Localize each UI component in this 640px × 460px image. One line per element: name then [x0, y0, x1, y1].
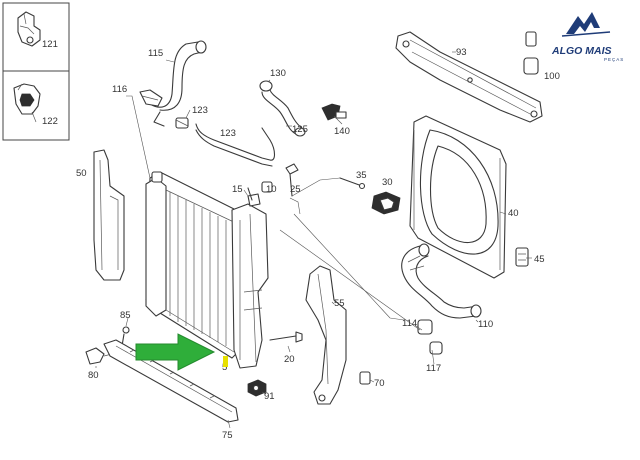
- cap-10: [261, 181, 273, 193]
- callout-122: 122: [42, 116, 58, 127]
- logo-tagline: PEÇAS: [604, 57, 624, 62]
- sensor-140: [321, 103, 347, 121]
- seal-85: [121, 326, 130, 347]
- radiator-core: [145, 171, 241, 359]
- connector-116: [139, 89, 163, 107]
- mount-30: [371, 191, 401, 215]
- callout-30: 30: [382, 177, 393, 188]
- logo-mark-icon: [566, 12, 600, 34]
- brand-logo: ALGO MAIS PEÇAS: [551, 12, 624, 62]
- bracket-55: [305, 265, 347, 405]
- callout-5: 5: [222, 362, 227, 373]
- callout-80: 80: [88, 370, 99, 381]
- hose-110: [401, 243, 482, 319]
- callout-121: 121: [42, 39, 58, 50]
- clip-70: [359, 371, 371, 385]
- callout-15: 15: [232, 184, 243, 195]
- callout-50: 50: [76, 168, 87, 179]
- callout-25: 25: [290, 184, 301, 195]
- clip-45: [515, 247, 529, 267]
- part-121-clip: [17, 11, 41, 47]
- clamp-123-upper: [175, 117, 189, 129]
- callout-10: 10: [266, 184, 277, 195]
- callout-123-lower: 123: [220, 128, 236, 139]
- pipe-123: [195, 123, 276, 167]
- green-arrow-icon: [135, 333, 216, 371]
- callout-35: 35: [356, 170, 367, 181]
- callout-125: 125: [292, 124, 308, 135]
- side-tank: [231, 193, 269, 369]
- callout-117: 117: [426, 363, 441, 374]
- bolt-20: [269, 331, 303, 343]
- highlight-mark: [223, 356, 228, 367]
- bracket-50: [93, 149, 125, 281]
- callout-20: 20: [284, 354, 295, 365]
- callout-93: 93: [456, 47, 467, 58]
- callout-70: 70: [374, 378, 385, 389]
- hose-115: [149, 40, 207, 127]
- hose-130: [259, 80, 306, 137]
- bolt-80: [85, 347, 121, 365]
- clip-100: [523, 31, 539, 75]
- callout-123-upper: 123: [192, 105, 208, 116]
- plug-25: [285, 163, 299, 197]
- callout-114: 114: [402, 318, 417, 329]
- callout-110: 110: [478, 319, 493, 330]
- logo-name: ALGO MAIS: [551, 45, 612, 57]
- inset-panel: [2, 2, 70, 141]
- callout-140: 140: [334, 126, 350, 137]
- part-122-clip: [13, 83, 41, 123]
- callout-55: 55: [334, 298, 345, 309]
- drain-91: [247, 379, 267, 397]
- bracket-93: [395, 31, 543, 123]
- bolt-35: [339, 177, 366, 190]
- callout-91: 91: [264, 391, 275, 402]
- fan-shroud-40: [409, 115, 507, 279]
- clamp-114: [417, 319, 433, 335]
- highlight-target-mark: [223, 356, 228, 367]
- callout-75: 75: [222, 430, 233, 441]
- bolt-15: [247, 187, 253, 201]
- clamp-117: [429, 341, 443, 355]
- callout-85: 85: [120, 310, 131, 321]
- leader-lines: [95, 51, 532, 429]
- callout-115: 115: [148, 48, 163, 59]
- callout-100: 100: [544, 71, 560, 82]
- callout-116: 116: [112, 84, 127, 95]
- callout-130: 130: [270, 68, 286, 79]
- callout-40: 40: [508, 208, 519, 219]
- callout-45: 45: [534, 254, 545, 265]
